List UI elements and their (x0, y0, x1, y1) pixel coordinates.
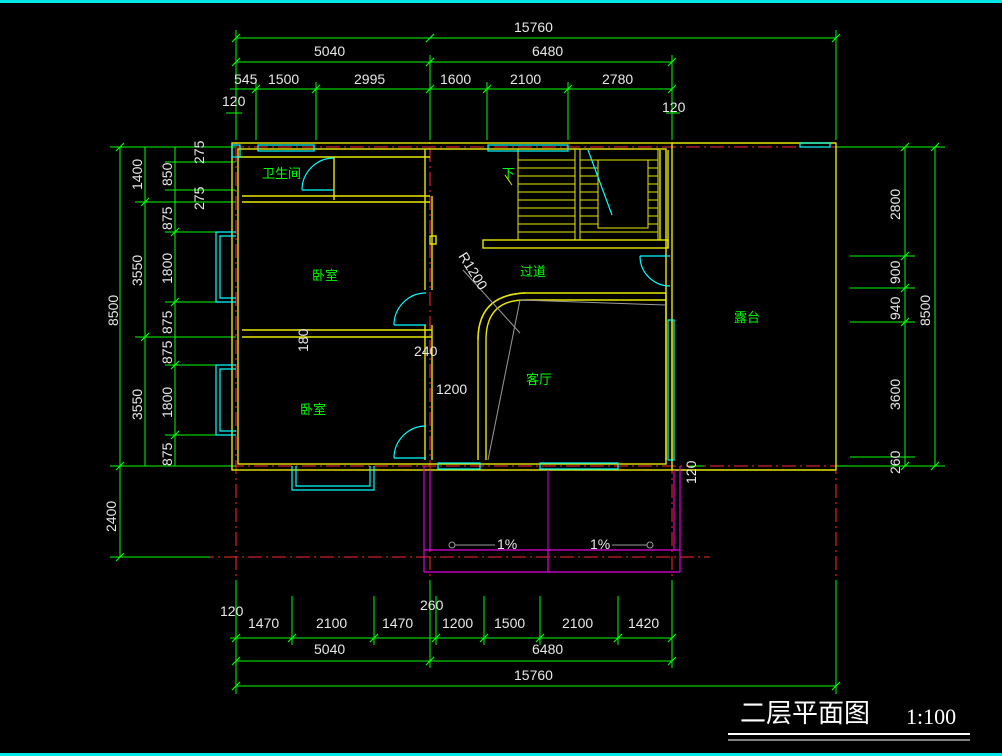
living-guide-line (487, 299, 521, 461)
dim-right-900: 900 (887, 260, 903, 284)
stair-cut-line (587, 149, 613, 216)
dim-left-875d: 875 (159, 442, 175, 466)
dim-top-2995: 2995 (354, 71, 385, 87)
dim-left-275b: 275 (191, 186, 207, 210)
slope-left-label: 1% (497, 536, 517, 552)
dim-left-875a: 875 (159, 206, 175, 230)
frame-bottom-border (0, 753, 1002, 756)
dim-left-1400: 1400 (129, 159, 145, 190)
dim-top-120-left: 120 (222, 93, 246, 109)
slope-arrows (448, 541, 654, 549)
dim-left-875b: 875 (159, 310, 175, 334)
left-dimensions: 8500 2400 3550 3550 1400 275 850 275 875… (103, 140, 207, 532)
dim-right-940: 940 (887, 296, 903, 320)
drawing-scale: 1:100 (906, 704, 956, 729)
dim-left-2400: 2400 (103, 501, 119, 532)
room-label-corridor: 过道 (520, 264, 546, 279)
doors (301, 157, 671, 459)
bottom-dimensions: 120 260 1470 2100 1470 1200 1500 2100 14… (220, 597, 659, 683)
drawing-title: 二层平面图 (740, 699, 870, 728)
dim-top-6480: 6480 (532, 43, 563, 59)
room-label-terrace: 露台 (734, 310, 760, 325)
frame-top-border (0, 0, 1002, 3)
dim-bottom-1200: 1200 (442, 615, 473, 631)
dim-bottom-260: 260 (420, 597, 444, 613)
dim-right-120: 120 (683, 460, 699, 484)
wall-180-label: 180 (295, 328, 311, 352)
windows (215, 142, 831, 491)
dim-bottom-2100a: 2100 (316, 615, 347, 631)
dim-left-3550a: 3550 (129, 255, 145, 286)
staircase (517, 148, 659, 241)
dim-bottom-1500: 1500 (494, 615, 525, 631)
dim-top-2780: 2780 (602, 71, 633, 87)
dimension-ticks (115, 33, 940, 691)
dim-left-875c: 875 (159, 340, 175, 364)
dim-right-2800: 2800 (887, 189, 903, 220)
dimension-lines (110, 30, 945, 694)
right-dimensions: 8500 2800 900 940 3600 260 120 (683, 189, 933, 484)
balcony-outline (423, 466, 681, 573)
dim-bottom-2100b: 2100 (562, 615, 593, 631)
dim-bottom-1470a: 1470 (248, 615, 279, 631)
dim-left-1800a: 1800 (159, 253, 175, 284)
walls (231, 142, 837, 471)
dim-left-850: 850 (159, 162, 175, 186)
dim-bottom-1470b: 1470 (382, 615, 413, 631)
dim-right-8500: 8500 (917, 295, 933, 326)
dim-left-275a: 275 (191, 140, 207, 164)
dim-top-1600: 1600 (440, 71, 471, 87)
dim-bottom-5040: 5040 (314, 641, 345, 657)
dim-left-3550b: 3550 (129, 389, 145, 420)
width-1200-label: 1200 (436, 381, 467, 397)
room-label-bathroom: 卫生间 (262, 166, 301, 181)
top-dimensions: 15760 5040 6480 545 1500 2995 1600 2100 … (222, 19, 686, 115)
room-label-living: 客厅 (526, 372, 552, 387)
wall-240-label: 240 (414, 343, 438, 359)
room-label-bedroom-lower: 卧室 (300, 402, 326, 417)
dim-top-120-right: 120 (662, 99, 686, 115)
dim-top-2100: 2100 (510, 71, 541, 87)
dim-top-5040: 5040 (314, 43, 345, 59)
dim-top-545: 545 (234, 71, 258, 87)
dim-bottom-120: 120 (220, 603, 244, 619)
dim-bottom-total: 15760 (514, 667, 553, 683)
slope-right-label: 1% (590, 536, 610, 552)
dim-bottom-6480: 6480 (532, 641, 563, 657)
dim-right-260: 260 (887, 450, 903, 474)
dim-top-total: 15760 (514, 19, 553, 35)
dim-left-8500: 8500 (105, 295, 121, 326)
dim-top-1500: 1500 (268, 71, 299, 87)
room-label-bedroom-upper: 卧室 (312, 268, 338, 283)
radius-leader (462, 269, 521, 334)
dim-right-3600: 3600 (887, 379, 903, 410)
dim-bottom-1420: 1420 (628, 615, 659, 631)
radius-label: R1200 (455, 249, 491, 293)
axis-lines (110, 100, 945, 600)
dim-left-1800b: 1800 (159, 387, 175, 418)
living-curve-wall (477, 292, 526, 341)
stair-down-label: 下 (502, 166, 515, 181)
stair-arrow (504, 174, 513, 186)
